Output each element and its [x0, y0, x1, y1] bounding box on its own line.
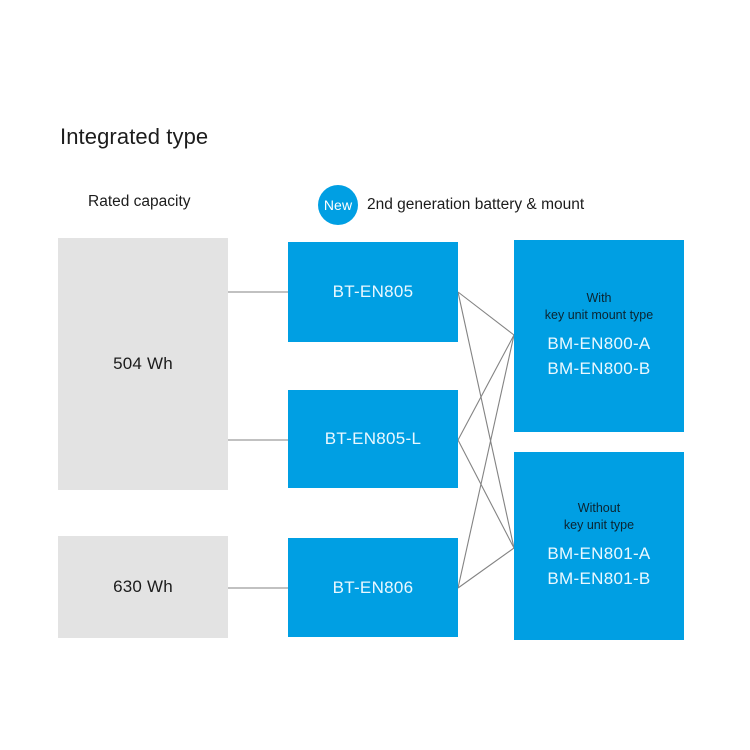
- connector-bten805l-bmen800: [457, 334, 515, 441]
- new-badge: New: [318, 185, 358, 225]
- mount-model-b: BM-EN801-B: [547, 569, 651, 589]
- legend-new-generation: New 2nd generation battery & mount: [318, 185, 584, 225]
- legend-label: 2nd generation battery & mount: [367, 196, 585, 213]
- battery-model-label: BT-EN805: [332, 282, 414, 302]
- mount-model-b: BM-EN800-B: [547, 359, 651, 379]
- mount-subtitle: Without key unit type: [564, 500, 634, 534]
- mount-subtitle-line2: key unit type: [563, 518, 635, 532]
- battery-node-bt-en806: BT-EN806: [288, 538, 458, 637]
- battery-node-bt-en805: BT-EN805: [288, 242, 458, 342]
- capacity-label: 630 Wh: [113, 577, 173, 596]
- connector-bten805-bmen800: [457, 291, 515, 336]
- connector-bten805-bmen801: [457, 291, 515, 549]
- mount-subtitle-line1: Without: [577, 501, 621, 516]
- battery-model-label: BT-EN805-L: [324, 429, 422, 449]
- mount-subtitle-line1: With: [586, 291, 612, 306]
- battery-node-bt-en805-l: BT-EN805-L: [288, 390, 458, 488]
- mount-model-a: BM-EN800-A: [547, 333, 651, 353]
- capacity-node-504wh: 504 Wh: [58, 238, 228, 490]
- battery-model-label: BT-EN806: [332, 577, 414, 597]
- capacity-label: 504 Wh: [113, 354, 173, 373]
- connector-bten806-bmen801: [457, 547, 515, 589]
- mount-node-bm-en801: Without key unit type BM-EN801-A BM-EN80…: [514, 452, 684, 640]
- page-title: Integrated type: [60, 124, 209, 149]
- capacity-node-630wh: 630 Wh: [58, 536, 228, 638]
- mount-subtitle: With key unit mount type: [545, 290, 653, 324]
- column-header-rated-capacity: Rated capacity: [88, 193, 191, 210]
- mount-node-bm-en800: With key unit mount type BM-EN800-A BM-E…: [514, 240, 684, 432]
- mount-subtitle-line2: key unit mount type: [544, 308, 654, 322]
- mount-model-a: BM-EN801-A: [547, 543, 651, 563]
- connector-bten806-bmen800: [457, 334, 515, 589]
- connector-bten805l-bmen801: [457, 439, 515, 549]
